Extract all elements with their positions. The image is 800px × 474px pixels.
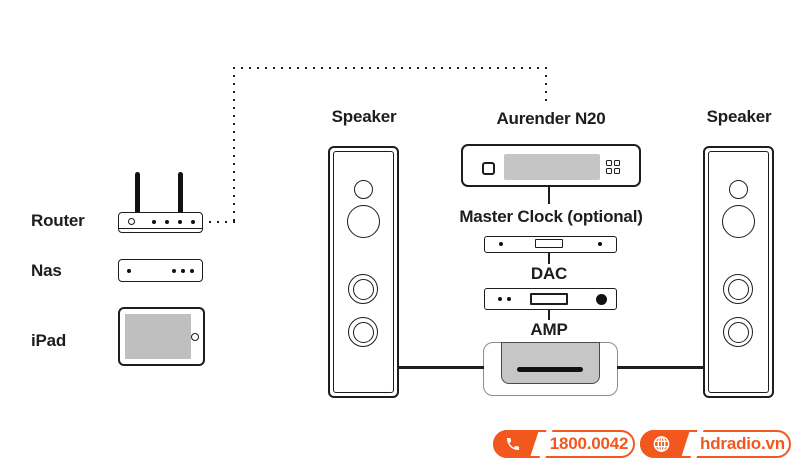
streamer-device (461, 144, 641, 187)
dotted-link-top (233, 67, 549, 69)
speaker-cable-left (399, 366, 484, 369)
router-antenna-right-icon (178, 172, 183, 213)
ipad-screen (125, 314, 191, 359)
website-url: hdradio.vn (700, 434, 785, 453)
router-base-line (119, 228, 202, 229)
woofer-ring (348, 274, 378, 304)
dac-device (484, 288, 617, 310)
dac-status-lights (498, 297, 511, 301)
connector-streamer-clock (548, 187, 550, 204)
nas-power-led (127, 269, 131, 273)
ipad-label: iPad (31, 331, 67, 350)
nas-device (118, 259, 203, 282)
hotline-badge[interactable]: 1800.0042 (493, 430, 635, 458)
nas-light-dot (172, 269, 176, 273)
phone-handset-icon (507, 438, 519, 450)
streamer-display-screen (504, 154, 600, 180)
connector-clock-dac (548, 253, 550, 264)
nas-status-lights (172, 269, 194, 273)
control-button (606, 168, 612, 174)
router-status-lights (152, 220, 195, 224)
router-antenna-left-icon (135, 172, 140, 213)
ipad-device (118, 307, 205, 366)
woofer-ring (348, 317, 378, 347)
hotline-badge-head (493, 430, 539, 458)
dotted-link-left-drop (233, 67, 235, 225)
nas-light-dot (190, 269, 194, 273)
nas-label: Nas (31, 261, 62, 280)
amp-front-slot (501, 342, 600, 384)
amp-vent-bar (517, 367, 583, 372)
master-clock-label: Master Clock (optional) (459, 207, 643, 226)
router-power-led (128, 218, 135, 225)
connector-dac-amp (548, 310, 550, 320)
speaker-right (703, 146, 774, 398)
speaker-left-label: Speaker (331, 107, 397, 126)
control-buttons-grid (606, 160, 620, 174)
streamer-label: Aurender N20 (496, 109, 606, 128)
dotted-link-router-stub (209, 221, 236, 223)
hotline-number: 1800.0042 (549, 434, 629, 453)
nas-light-dot (181, 269, 185, 273)
router-light-dot (165, 220, 169, 224)
dac-display (530, 293, 568, 305)
master-clock-device (484, 236, 617, 253)
midrange-circle (347, 205, 380, 238)
speaker-left-inner-frame (333, 151, 394, 393)
tweeter-circle (354, 180, 373, 199)
clock-display (535, 239, 563, 248)
woofer-inner-ring (727, 321, 749, 343)
clock-led-left (499, 242, 503, 246)
dac-label: DAC (530, 264, 568, 283)
amp-device (483, 342, 618, 396)
power-button-icon (482, 162, 495, 175)
router-light-dot (152, 220, 156, 224)
control-button (614, 168, 620, 174)
midrange-circle (722, 205, 755, 238)
control-button (614, 160, 620, 166)
website-badge[interactable]: hdradio.vn (640, 430, 791, 458)
woofer-ring (723, 274, 753, 304)
speaker-right-label: Speaker (706, 107, 772, 126)
dotted-link-right-drop (545, 75, 547, 104)
router-light-dot (191, 220, 195, 224)
tweeter-circle (729, 180, 748, 199)
ipad-home-button (191, 333, 199, 341)
website-badge-head (640, 430, 690, 458)
clock-led-right (598, 242, 602, 246)
woofer-inner-ring (352, 321, 374, 343)
woofer-inner-ring (352, 278, 374, 300)
router-light-dot (178, 220, 182, 224)
speaker-left (328, 146, 399, 398)
router-device (118, 212, 203, 233)
dac-light-dot (507, 297, 511, 301)
router-label: Router (31, 211, 85, 230)
woofer-ring (723, 317, 753, 347)
dac-light-dot (498, 297, 502, 301)
woofer-inner-ring (727, 278, 749, 300)
dac-volume-knob (596, 294, 607, 305)
speaker-right-inner-frame (708, 151, 769, 393)
speaker-cable-right (617, 366, 704, 369)
globe-icon (653, 436, 670, 452)
control-button (606, 160, 612, 166)
amp-label: AMP (530, 320, 568, 339)
